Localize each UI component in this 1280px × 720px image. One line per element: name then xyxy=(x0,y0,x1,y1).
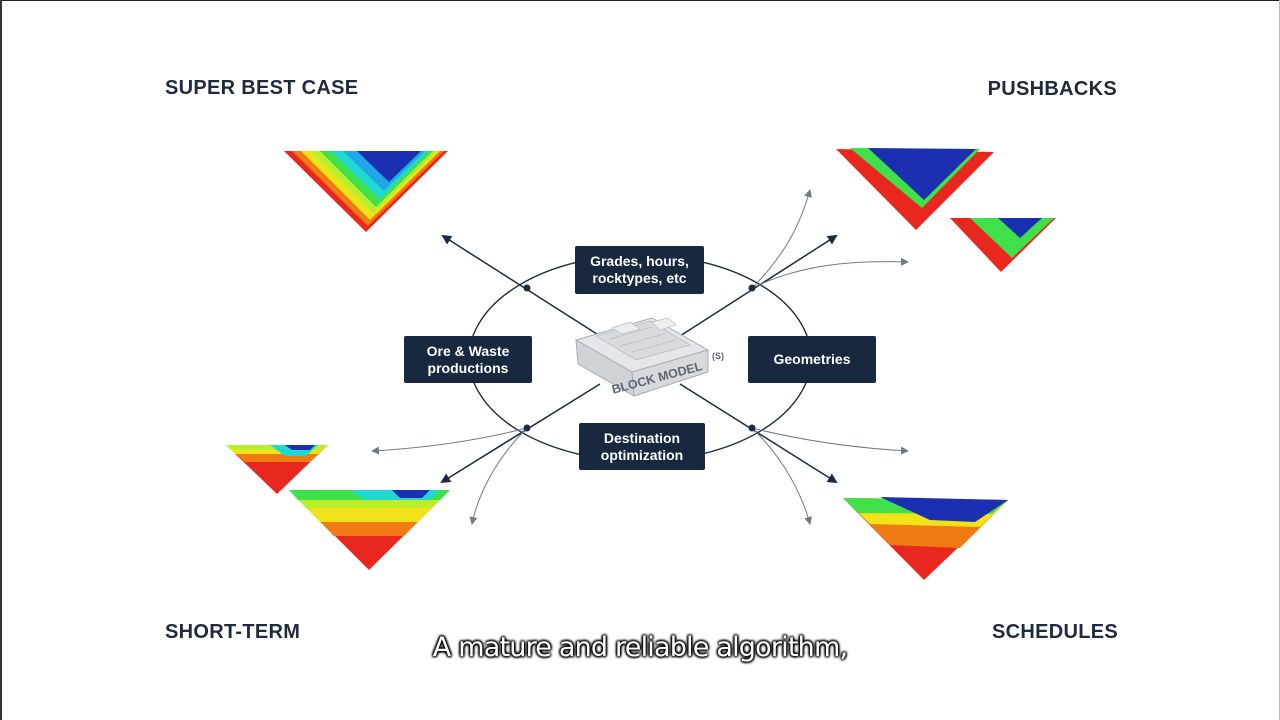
frame-edge-top xyxy=(0,0,1280,1)
junction-dot-bottom-right xyxy=(748,424,756,432)
box-destination-optimization: Destination optimization xyxy=(579,423,705,470)
arrow-to-super-best-case xyxy=(441,234,601,337)
junction-dot-bottom-left xyxy=(523,424,531,432)
branch-arrow-bottom-right-1 xyxy=(751,427,909,455)
box-ore-waste-productions: Ore & Waste productions xyxy=(404,336,532,383)
branch-arrow-top-right-2 xyxy=(751,257,909,289)
title-pushbacks: PUSHBACKS xyxy=(987,78,1117,100)
title-super-best-case: SUPER BEST CASE xyxy=(165,77,359,99)
branch-arrow-bottom-right-2 xyxy=(751,427,812,525)
branch-arrow-bottom-left-1 xyxy=(371,427,528,455)
title-short-term: SHORT-TERM xyxy=(165,621,301,643)
box-destination-label: Destination optimization xyxy=(600,429,684,463)
pit-graphic-pushbacks-small xyxy=(950,218,1056,272)
branch-arrow-top-right-1 xyxy=(751,189,812,289)
junction-dot-top-right xyxy=(748,284,756,292)
block-model-graphic: BLOCK MODEL (S) xyxy=(574,317,724,397)
arrow-to-short-term xyxy=(440,383,601,484)
box-ore-label: Ore & Waste productions xyxy=(426,342,510,376)
frame-edge-left xyxy=(0,0,2,720)
video-subtitle: A mature and reliable algorithm, xyxy=(432,632,848,663)
junction-dot-top-left xyxy=(523,284,531,292)
arrow-to-schedules xyxy=(679,383,838,484)
pit-graphic-pushbacks-large xyxy=(836,148,994,230)
pit-graphic-short-term-large xyxy=(289,490,450,570)
pit-graphic-short-term-small xyxy=(226,445,328,494)
box-geometries: Geometries xyxy=(748,336,876,383)
block-model-suffix: (S) xyxy=(712,351,724,361)
pit-graphic-schedules xyxy=(843,497,1008,580)
box-grades-hours-rocktypes: Grades, hours, rocktypes, etc xyxy=(575,246,704,294)
arrow-to-pushbacks xyxy=(679,234,838,337)
box-geometries-label: Geometries xyxy=(773,351,851,367)
box-grades-label: Grades, hours, rocktypes, etc xyxy=(590,253,689,286)
branch-arrow-bottom-left-2 xyxy=(469,427,528,525)
pit-graphic-super-best-case xyxy=(284,151,448,232)
title-schedules: SCHEDULES xyxy=(991,621,1118,643)
